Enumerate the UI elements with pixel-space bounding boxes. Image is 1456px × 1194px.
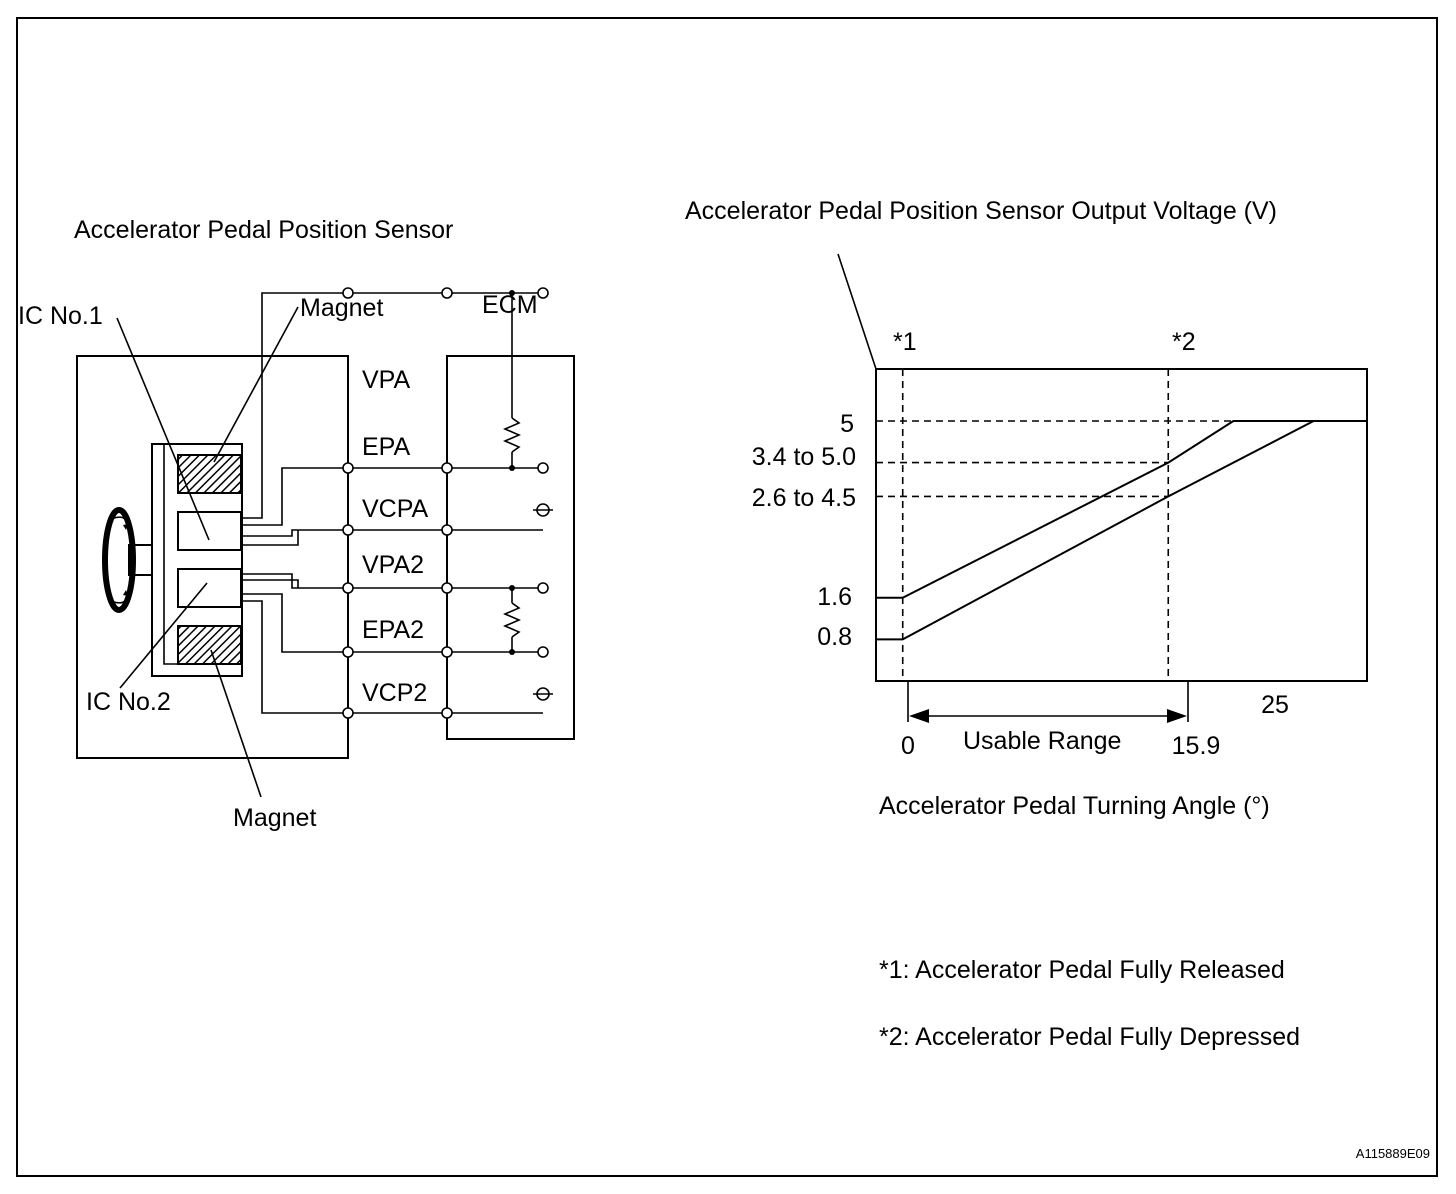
- xtick-0: 0: [901, 732, 915, 760]
- ic2-label: IC No.2: [86, 688, 171, 716]
- reference-code: A115889E09: [1356, 1146, 1430, 1161]
- magnet-bottom: [177, 625, 242, 665]
- ytick-3.4-to-5.0: 3.4 to 5.0: [752, 443, 856, 471]
- usable-range-label: Usable Range: [963, 727, 1121, 755]
- ground-vcp2-icon: [533, 687, 553, 701]
- figure-frame: [16, 17, 1438, 1177]
- ic1-chip: [177, 511, 242, 551]
- ytick-1.6: 1.6: [817, 583, 852, 611]
- ic1-leader: [116, 317, 210, 541]
- terminal-vpa: VPA: [362, 366, 410, 394]
- wire-vpa2-2: [241, 579, 299, 588]
- connection-nodes: [342, 287, 549, 719]
- xtick-25: 25: [1261, 691, 1289, 719]
- wire-vcpa-1: [241, 529, 348, 537]
- sensor-housing: [76, 355, 349, 759]
- rotation-arrow-icon: [102, 507, 136, 613]
- sensor-title: Accelerator Pedal Position Sensor: [74, 216, 453, 244]
- magnet-top-leader: [213, 306, 299, 463]
- guide-lines: [876, 369, 1234, 681]
- terminal-vpa2: VPA2: [362, 551, 424, 579]
- wire-epa2: [241, 593, 348, 653]
- output-graph: Accelerator Pedal Position Sensor Output…: [685, 197, 1368, 820]
- xtick-15.9: 15.9: [1172, 732, 1221, 760]
- resistor-epa-icon: [502, 290, 522, 471]
- marker-2: *2: [1172, 328, 1196, 356]
- data-series: [876, 420, 1367, 641]
- resistor-epa2-icon: [502, 585, 522, 655]
- ytick-0.8: 0.8: [817, 623, 852, 651]
- ytick-5: 5: [840, 410, 854, 438]
- ecm-box: [446, 355, 575, 740]
- series-line-1: [876, 420, 1367, 599]
- terminal-vcpa: VCPA: [362, 495, 429, 523]
- graph-xlabel: Accelerator Pedal Turning Angle (°): [879, 792, 1270, 820]
- shaft: [128, 544, 153, 576]
- terminal-vcp2: VCP2: [362, 679, 427, 707]
- ytick-2.6-to-4.5: 2.6 to 4.5: [752, 484, 856, 512]
- wire-vpa2-1: [241, 573, 348, 589]
- note-1: *1: Accelerator Pedal Fully Released: [879, 956, 1285, 984]
- wire-epa: [241, 467, 348, 526]
- magnet-bottom-label: Magnet: [233, 804, 316, 832]
- ylabel-leader: [837, 253, 877, 370]
- note-2: *2: Accelerator Pedal Fully Depressed: [879, 1023, 1300, 1051]
- magnet-bottom-leader: [210, 649, 262, 798]
- ic1-label: IC No.1: [18, 302, 103, 330]
- terminal-epa: EPA: [362, 433, 410, 461]
- ground-vcpa-icon: [533, 503, 553, 517]
- ic2-chip: [177, 568, 242, 608]
- series-line-2: [876, 420, 1367, 641]
- terminal-epa2: EPA2: [362, 616, 424, 644]
- sensor-circuit: Accelerator Pedal Position Sensor Magnet…: [18, 216, 575, 832]
- ic2-leader: [119, 582, 208, 689]
- plot-area: [875, 368, 1368, 682]
- magnet-top: [177, 454, 242, 494]
- wire-vpa: [241, 292, 348, 519]
- wire-vcpa-2: [241, 530, 299, 546]
- wire-vcp2: [241, 600, 348, 714]
- magnet-top-label: Magnet: [300, 294, 383, 322]
- graph-ylabel: Accelerator Pedal Position Sensor Output…: [685, 197, 1277, 225]
- usable-range-arrow: [907, 681, 1189, 723]
- ecm-label: ECM: [482, 291, 538, 319]
- marker-1: *1: [893, 328, 917, 356]
